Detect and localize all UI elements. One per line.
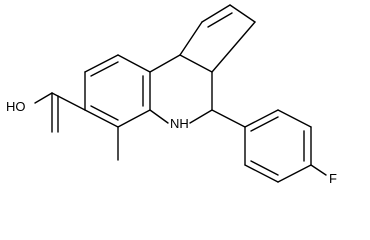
bond-benzo-top-left [84, 54, 119, 73]
bond-carboxyl-c [51, 92, 86, 111]
bond-aryl-1-inner [250, 116, 279, 132]
bond-aryl-5-inner [250, 160, 279, 176]
bond-benzo-top-left-inner [90, 61, 119, 77]
bond-hydroxyl [34, 92, 53, 104]
bond-c4a-c9b [149, 54, 181, 73]
bond-c4-n [189, 109, 213, 124]
bond-fluorine [310, 164, 327, 176]
bond-aryl-5 [244, 164, 279, 183]
bond-aryl-4 [277, 164, 312, 183]
bond-c9b-c3a [179, 54, 213, 73]
bond-benzo-bottom-right [117, 109, 151, 128]
bond-aryl-1 [244, 109, 279, 128]
bond-n-c5a [149, 109, 169, 124]
bond-c9b-c1 [179, 21, 203, 56]
bond-benzo-bottom-left-inner [90, 105, 119, 121]
chemical-structure-diagram: HO NH F [6, 4, 337, 186]
bond-c1-c2 [201, 4, 231, 23]
amine-label: NH [170, 116, 189, 131]
bond-c3-c3a [211, 21, 256, 73]
bond-c1-c2-inner [207, 12, 233, 28]
bond-c4-aryl [211, 109, 246, 128]
hydroxyl-label: HO [6, 99, 26, 114]
bond-benzo-bottom-left [84, 109, 119, 128]
bond-c2-c3 [229, 4, 256, 23]
bonds [34, 4, 327, 183]
fluorine-label: F [329, 171, 337, 186]
bond-aryl-2 [277, 109, 312, 128]
bond-benzo-top-right [117, 54, 151, 73]
